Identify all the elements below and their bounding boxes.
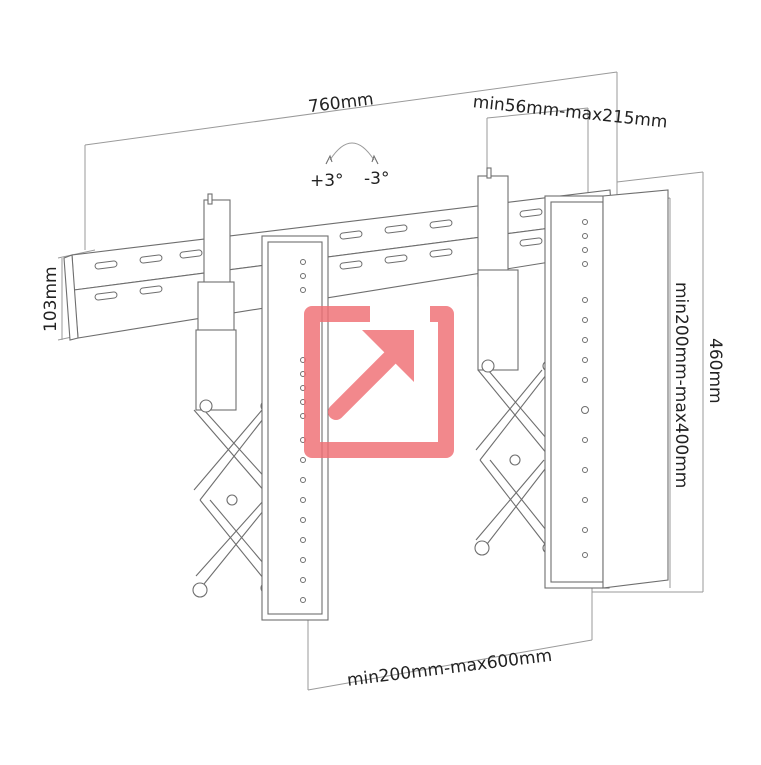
label-height-total: 460mm [705, 338, 725, 404]
label-rail-height: 103mm [41, 266, 61, 332]
right-arm-assembly [474, 167, 669, 589]
label-width-total: 760mm [307, 89, 375, 117]
open-external-icon[interactable] [304, 306, 454, 458]
label-hook-range: min56mm-max215mm [472, 92, 669, 132]
label-tilt-plus: +3° [310, 171, 344, 191]
label-tilt-minus: -3° [364, 169, 389, 189]
right-bracket-holes [581, 219, 589, 558]
left-arm-assembly [192, 193, 329, 621]
rail-slots [94, 208, 543, 301]
label-vertical-range: min200mm-max400mm [671, 282, 691, 488]
label-horizontal-range: min200mm-max600mm [346, 646, 553, 691]
